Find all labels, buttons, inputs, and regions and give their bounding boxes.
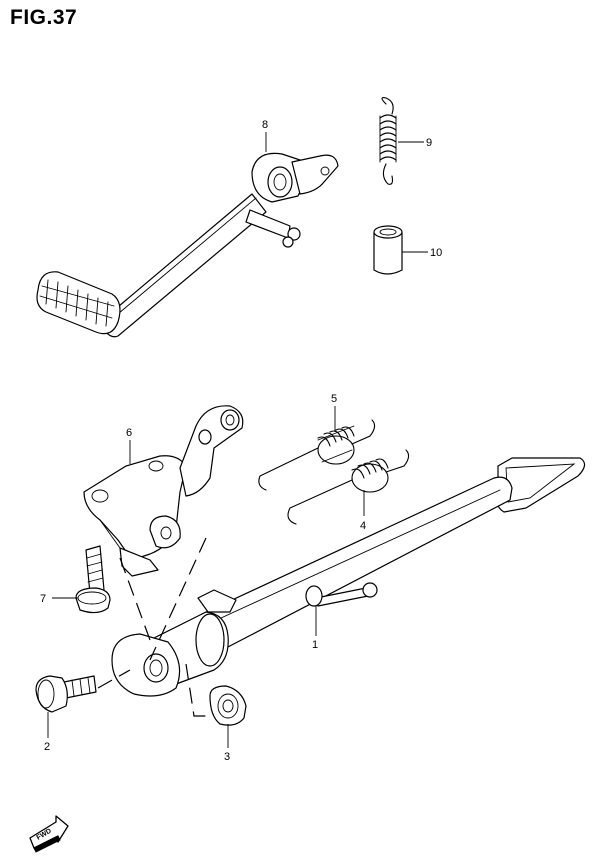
return-spring-small-part[interactable] <box>379 97 397 185</box>
bolt-part[interactable] <box>75 545 111 614</box>
callout-4: 4 <box>360 520 366 532</box>
callout-labels: 8 9 10 5 4 6 7 1 2 3 <box>40 119 442 763</box>
callout-10: 10 <box>430 247 442 259</box>
assembly-guide-lines <box>97 537 212 717</box>
callout-2: 2 <box>44 741 50 753</box>
stand-bracket-part[interactable] <box>83 405 244 577</box>
callout-1: 1 <box>312 639 318 651</box>
callout-7: 7 <box>40 593 46 605</box>
callout-8: 8 <box>262 119 268 131</box>
callout-5: 5 <box>331 393 337 405</box>
callout-leaders <box>47 132 428 748</box>
callout-3: 3 <box>224 751 230 763</box>
pivot-bolt-part[interactable] <box>35 675 97 713</box>
stand-spring-upper-part[interactable] <box>258 419 376 491</box>
collar-sleeve-part[interactable] <box>373 225 403 275</box>
pedal-lever-part[interactable] <box>36 152 339 338</box>
nut-part[interactable] <box>209 685 247 726</box>
callout-9: 9 <box>426 137 432 149</box>
callout-6: 6 <box>126 427 132 439</box>
side-stand-part[interactable] <box>111 457 586 697</box>
forward-arrow-icon: FWD <box>29 815 69 853</box>
stand-spring-lower-part[interactable] <box>287 449 410 525</box>
figure-title: FIG.37 <box>10 6 78 29</box>
